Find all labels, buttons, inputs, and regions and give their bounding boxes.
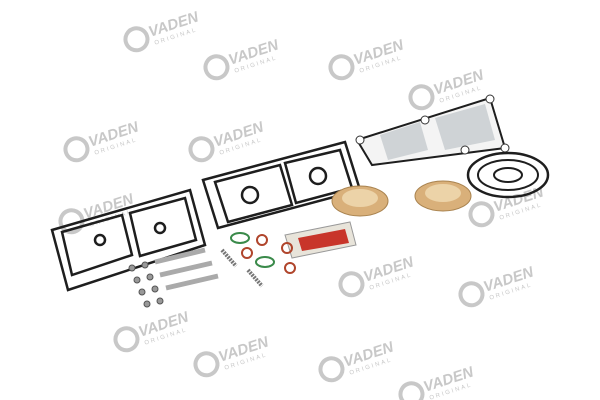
o-rings bbox=[466, 151, 550, 199]
top-right-plate bbox=[355, 94, 510, 167]
pins-and-nuts bbox=[128, 247, 219, 308]
left-gasket bbox=[50, 188, 207, 292]
small-parts bbox=[220, 232, 296, 288]
seal-packet bbox=[284, 221, 357, 259]
bronze-cups bbox=[331, 180, 472, 217]
middle-gasket bbox=[201, 140, 362, 230]
